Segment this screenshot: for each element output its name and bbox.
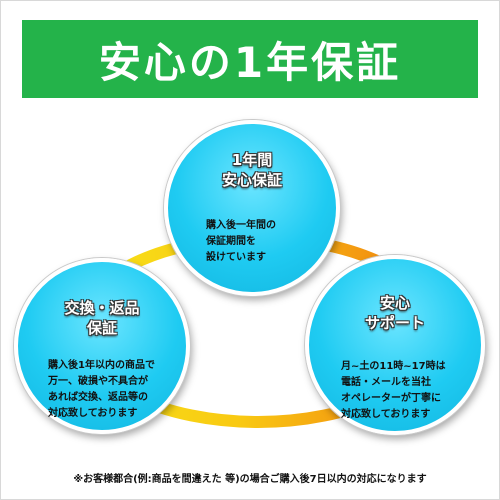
bubble-one-year-guarantee: 1年間 安心保証 購入後一年間の 保証期間を 設けています bbox=[164, 120, 340, 296]
bubble-heading: 交換・返品 保証 bbox=[18, 298, 186, 338]
heading-line: 安心 bbox=[379, 294, 410, 312]
bubble-support: 安心 サポート 月~土の11時~17時は 電話・メールを当社 オペレーターが丁寧… bbox=[305, 255, 485, 435]
body-line: 保証期間を bbox=[206, 236, 256, 247]
body-line: 対応致しております bbox=[48, 408, 138, 419]
bubble-exchange-return: 交換・返品 保証 購入後1年以内の商品で 万一、破損や不具合が あれば交換、返品… bbox=[14, 258, 190, 434]
body-line: 購入後一年間の bbox=[206, 220, 276, 231]
bubble-body: 購入後1年以内の商品で 万一、破損や不具合が あれば交換、返品等の 対応致してお… bbox=[48, 358, 155, 422]
title-banner: 安心の1年保証 bbox=[22, 20, 478, 98]
heading-line: 交換・返品 bbox=[64, 299, 140, 317]
body-line: 万一、破損や不具合が bbox=[48, 376, 148, 387]
bubble-body: 月~土の11時~17時は 電話・メールを当社 オペレーターが丁寧に 対応致してお… bbox=[341, 359, 446, 423]
heading-line: 安心保証 bbox=[221, 171, 282, 189]
body-line: 購入後1年以内の商品で bbox=[48, 360, 155, 371]
heading-line: サポート bbox=[364, 314, 425, 332]
body-line: 対応致しております bbox=[341, 409, 431, 420]
heading-line: 1年間 bbox=[231, 151, 273, 169]
body-line: 電話・メールを当社 bbox=[341, 377, 431, 388]
body-line: 設けています bbox=[206, 252, 266, 263]
bubble-body: 購入後一年間の 保証期間を 設けています bbox=[206, 218, 276, 266]
body-line: あれば交換、返品等の bbox=[48, 392, 148, 403]
footnote: ※お客様都合(例:商品を間違えた 等)の場合ご購入後7日以内の対応になります bbox=[73, 474, 427, 485]
banner-title: 安心の1年保証 bbox=[98, 37, 402, 87]
bubble-heading: 安心 サポート bbox=[309, 293, 481, 333]
body-line: オペレーターが丁寧に bbox=[341, 393, 441, 404]
bubble-heading: 1年間 安心保証 bbox=[168, 150, 336, 190]
body-line: 月~土の11時~17時は bbox=[341, 361, 446, 372]
heading-line: 保証 bbox=[86, 319, 117, 337]
